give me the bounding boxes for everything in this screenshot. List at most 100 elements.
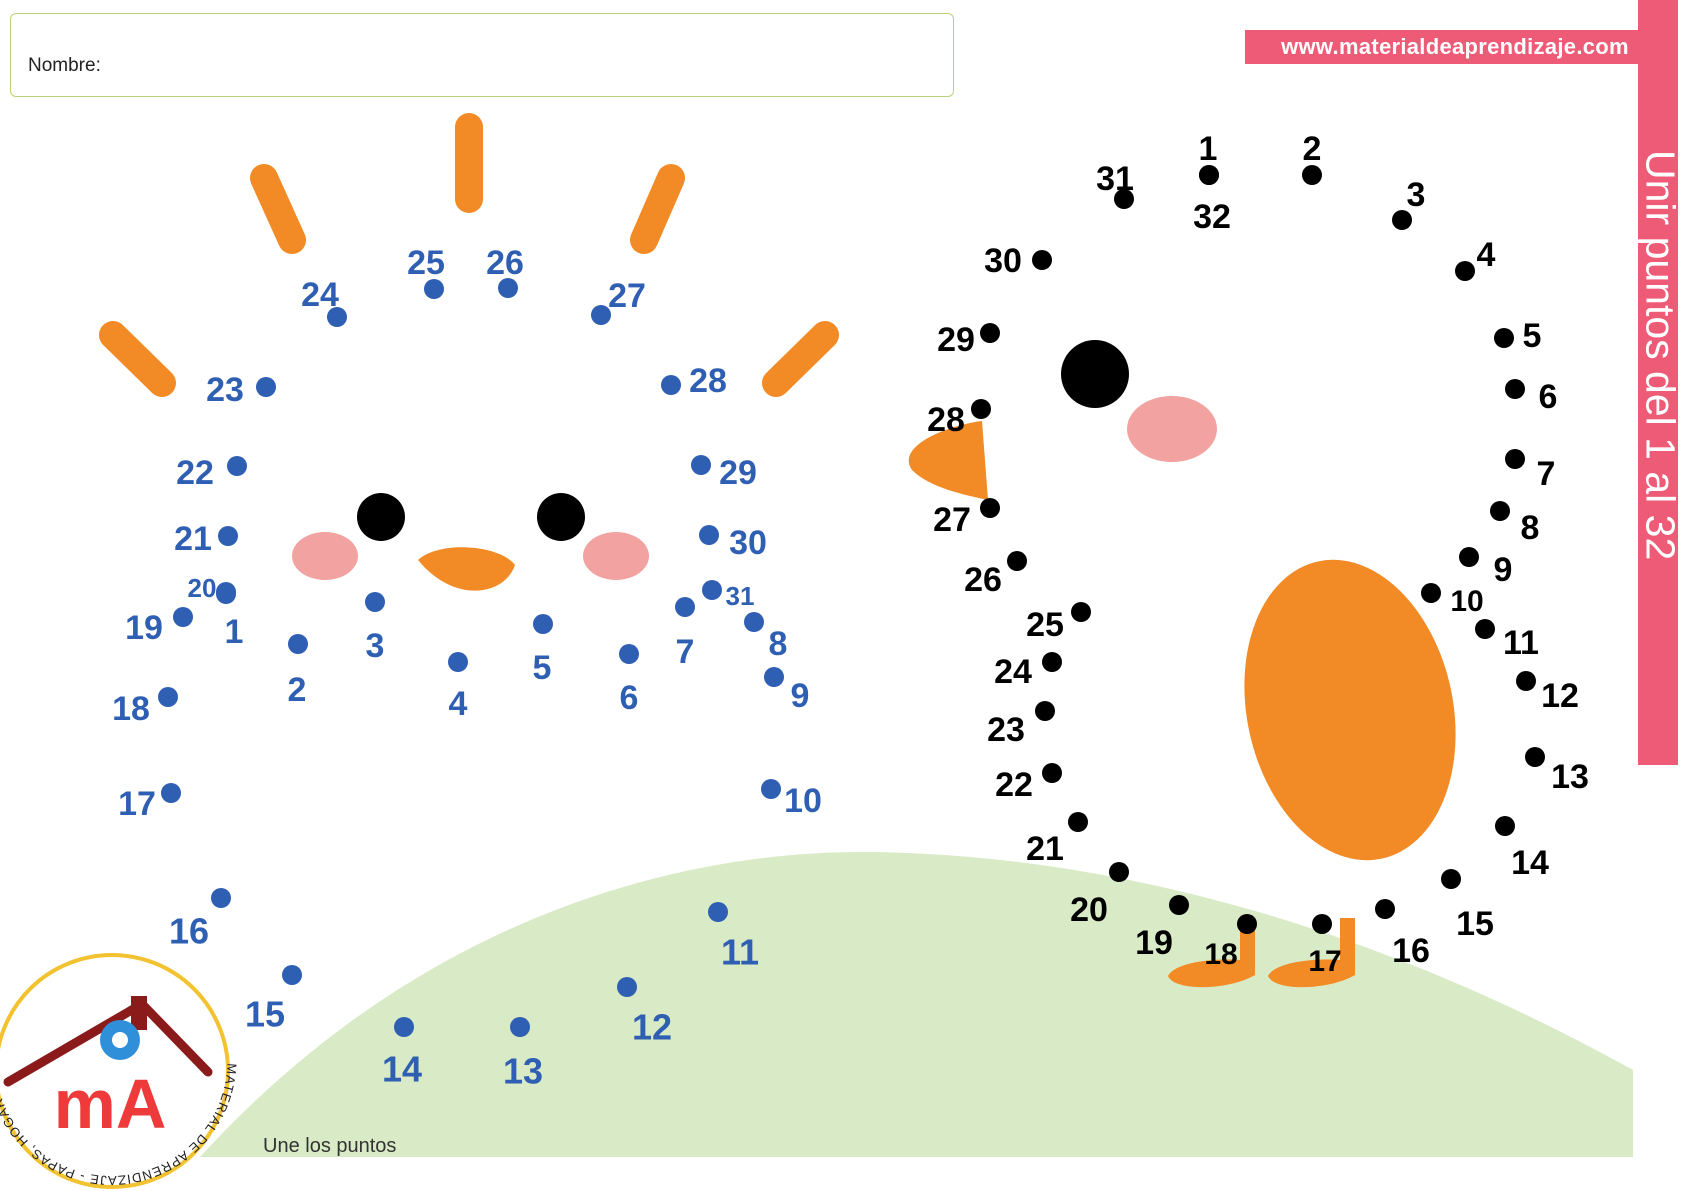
- left-cheek-1: [292, 532, 358, 580]
- left-dot-label-24: 24: [301, 276, 339, 314]
- right-dot-10: [1421, 583, 1441, 603]
- left-dot-27: [591, 305, 611, 325]
- left-dot-label-9: 9: [791, 677, 810, 715]
- left-dot-22: [227, 456, 247, 476]
- logo-white-dot: [112, 1032, 128, 1048]
- right-dot-30: [1032, 250, 1052, 270]
- left-dot-label-6: 6: [620, 679, 639, 717]
- right-dot-32: [1199, 165, 1219, 185]
- left-eye-2: [537, 493, 585, 541]
- left-dot-16: [211, 888, 231, 908]
- sun-ray-upper-right: [630, 164, 685, 254]
- right-cheek: [1127, 396, 1217, 462]
- logo-roof-left: [3, 999, 147, 1087]
- left-dot-label-22: 22: [176, 454, 214, 492]
- left-dot-label-13: 13: [503, 1051, 543, 1092]
- left-dot-15: [282, 965, 302, 985]
- left-dot-30: [699, 525, 719, 545]
- right-dot-21: [1068, 812, 1088, 832]
- right-dot-15: [1441, 869, 1461, 889]
- left-dot-label-11: 11: [721, 932, 759, 973]
- left-dot-11: [708, 902, 728, 922]
- left-dot-31: [702, 580, 722, 600]
- right-dot-label-32: 32: [1193, 198, 1231, 236]
- left-dot-18: [158, 687, 178, 707]
- right-dot-label-10: 10: [1450, 585, 1483, 618]
- logo-ring: [0, 953, 230, 1189]
- right-dot-label-6: 6: [1539, 378, 1558, 416]
- left-cheek-2: [583, 532, 649, 580]
- right-dot-label-1: 1: [1199, 130, 1218, 168]
- logo-chimney: [131, 996, 147, 1030]
- left-face: [292, 493, 649, 591]
- left-sun-rays: [99, 113, 839, 397]
- right-dot-label-16: 16: [1392, 932, 1430, 970]
- green-hill: [200, 851, 1633, 1157]
- right-dot-label-23: 23: [987, 711, 1025, 749]
- right-dot-label-8: 8: [1521, 509, 1540, 547]
- right-dot-28: [971, 399, 991, 419]
- sun-ray-right: [762, 321, 839, 397]
- left-dot-label-20: 20: [188, 573, 217, 603]
- right-dot-label-28: 28: [927, 401, 965, 439]
- left-dot-label-4: 4: [449, 685, 468, 723]
- left-dot-label-27: 27: [608, 277, 646, 315]
- logo-roof-right: [137, 999, 213, 1077]
- left-dot-label-15: 15: [245, 994, 285, 1035]
- right-dot-26: [1007, 551, 1027, 571]
- right-dot-label-2: 2: [1303, 130, 1322, 168]
- left-dot-label-29: 29: [719, 454, 757, 492]
- left-dot-3: [365, 592, 385, 612]
- right-dot-label-4: 4: [1477, 236, 1496, 274]
- right-dot-label-24: 24: [994, 653, 1032, 691]
- right-dot-19: [1169, 895, 1189, 915]
- left-dot-10: [761, 779, 781, 799]
- left-dot-19: [173, 607, 193, 627]
- right-dot-label-9: 9: [1494, 551, 1513, 589]
- left-dot-label-26: 26: [486, 244, 524, 282]
- right-dot-label-14: 14: [1511, 844, 1549, 882]
- right-wing: [1244, 559, 1456, 861]
- right-foot-2: [1268, 918, 1355, 988]
- right-dot-label-11: 11: [1503, 624, 1539, 662]
- right-dot-label-25: 25: [1026, 606, 1064, 644]
- right-foot-1: [1168, 930, 1255, 988]
- name-label: Nombre:: [28, 55, 101, 76]
- left-dot-label-25: 25: [407, 244, 445, 282]
- left-dot-label-12: 12: [632, 1007, 672, 1048]
- name-field-box[interactable]: [10, 13, 954, 97]
- right-dot-12: [1516, 671, 1536, 691]
- left-dot-label-14: 14: [382, 1049, 422, 1090]
- left-dot-label-10: 10: [784, 782, 822, 820]
- right-dot-label-31: 31: [1096, 160, 1134, 198]
- sun-ray-left: [99, 321, 176, 397]
- right-dot-13: [1525, 747, 1545, 767]
- right-dot-8: [1490, 501, 1510, 521]
- left-dot-label-1: 1: [225, 613, 244, 651]
- right-dot-6: [1505, 379, 1525, 399]
- left-dot-label-7: 7: [676, 633, 695, 671]
- left-dot-14: [394, 1017, 414, 1037]
- right-dot-label-20: 20: [1070, 891, 1108, 929]
- left-dot-28: [661, 375, 681, 395]
- right-dot-4: [1455, 261, 1475, 281]
- right-dot-label-30: 30: [984, 242, 1022, 280]
- left-dot-26: [498, 278, 518, 298]
- left-dot-label-23: 23: [206, 371, 244, 409]
- left-dot-24: [327, 307, 347, 327]
- right-dot-label-29: 29: [937, 321, 975, 359]
- right-dot-16: [1375, 899, 1395, 919]
- right-dot-5: [1494, 328, 1514, 348]
- right-dot-label-17: 17: [1308, 945, 1341, 978]
- right-dot-label-15: 15: [1456, 905, 1494, 943]
- left-dot-label-8: 8: [769, 625, 788, 663]
- right-dot-11: [1475, 619, 1495, 639]
- website-banner[interactable]: www.materialdeaprendizaje.com: [1245, 30, 1665, 64]
- right-eye: [1061, 340, 1129, 408]
- left-dot-label-5: 5: [533, 649, 552, 687]
- right-dot-14: [1495, 816, 1515, 836]
- right-dot-label-5: 5: [1523, 317, 1542, 355]
- side-title-wrap: Unir puntos del 1 al 32: [1638, 0, 1684, 765]
- left-dot-2: [288, 634, 308, 654]
- left-dot-label-21: 21: [174, 520, 212, 558]
